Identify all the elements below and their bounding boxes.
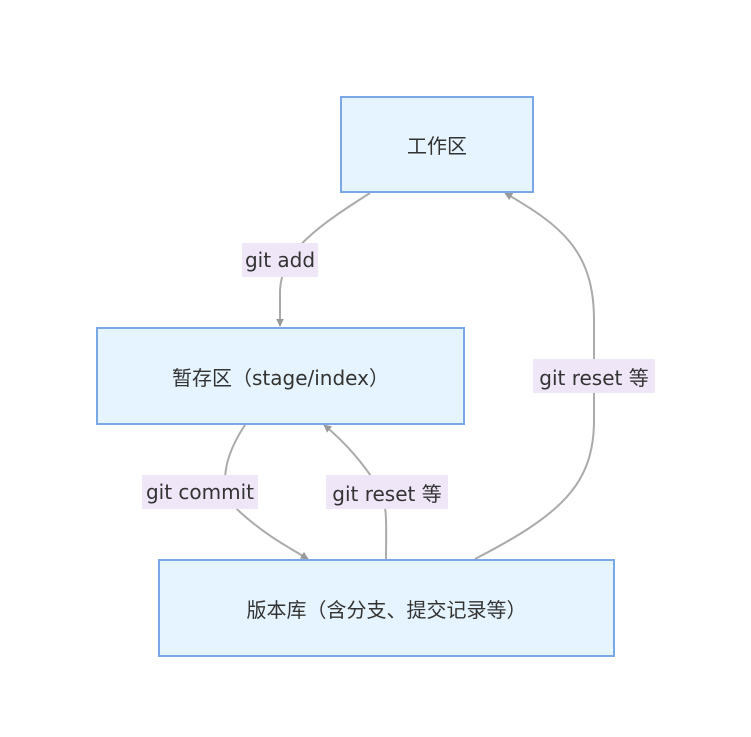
edge-reset-staging-label: git reset 等 — [326, 475, 448, 509]
node-repository: 版本库（含分支、提交记录等） — [158, 559, 615, 657]
edge-commit-line — [224, 424, 309, 560]
node-staging-label: 暂存区（stage/index） — [172, 365, 389, 390]
node-workspace-label: 工作区 — [407, 134, 467, 158]
node-repository-label: 版本库（含分支、提交记录等） — [246, 597, 527, 622]
edge-reset-workspace-label: git reset 等 — [533, 359, 655, 393]
edge-add-text: git add — [244, 248, 316, 272]
node-staging: 暂存区（stage/index） — [96, 327, 465, 425]
edge-reset-workspace-line — [474, 192, 595, 560]
node-workspace: 工作区 — [340, 96, 534, 193]
edge-commit-text: git commit — [145, 480, 255, 504]
edge-reset-workspace-text: git reset 等 — [539, 365, 649, 390]
edge-add-label: git add — [242, 243, 318, 277]
edge-commit-label: git commit — [142, 475, 258, 509]
edge-add-line — [276, 192, 371, 327]
edge-reset-staging-text: git reset 等 — [332, 481, 442, 506]
